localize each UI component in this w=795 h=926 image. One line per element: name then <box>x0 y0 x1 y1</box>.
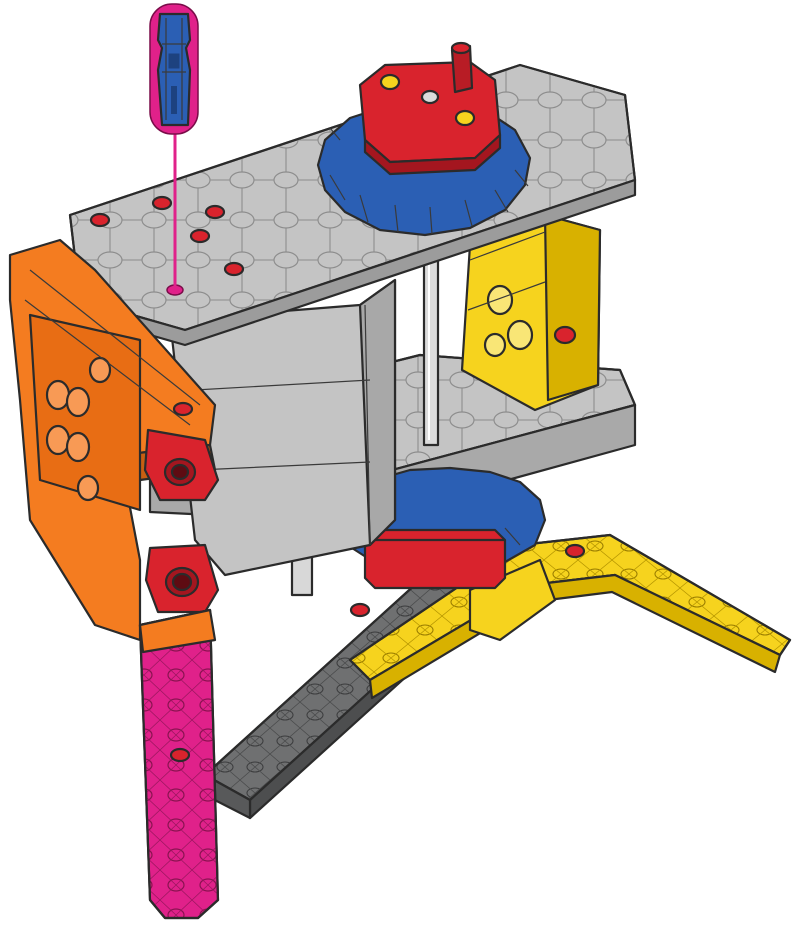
screw-yellow-standoff <box>555 327 575 343</box>
screw-plate-5 <box>225 263 243 275</box>
screw-plate-4 <box>191 230 209 242</box>
screwdriver-tool <box>150 4 198 134</box>
screw-plate-3 <box>206 206 224 218</box>
screw-orange-frame <box>174 403 192 415</box>
screw-magenta-beam <box>171 749 189 761</box>
screw-plate-2 <box>153 197 171 209</box>
metal-axle <box>424 245 438 445</box>
screw-plate-1 <box>91 214 109 226</box>
screw-yellow-leg <box>566 545 584 557</box>
screw-dark-beam <box>351 604 369 616</box>
magenta-beam <box>140 610 218 918</box>
top-red-hub <box>360 43 500 174</box>
